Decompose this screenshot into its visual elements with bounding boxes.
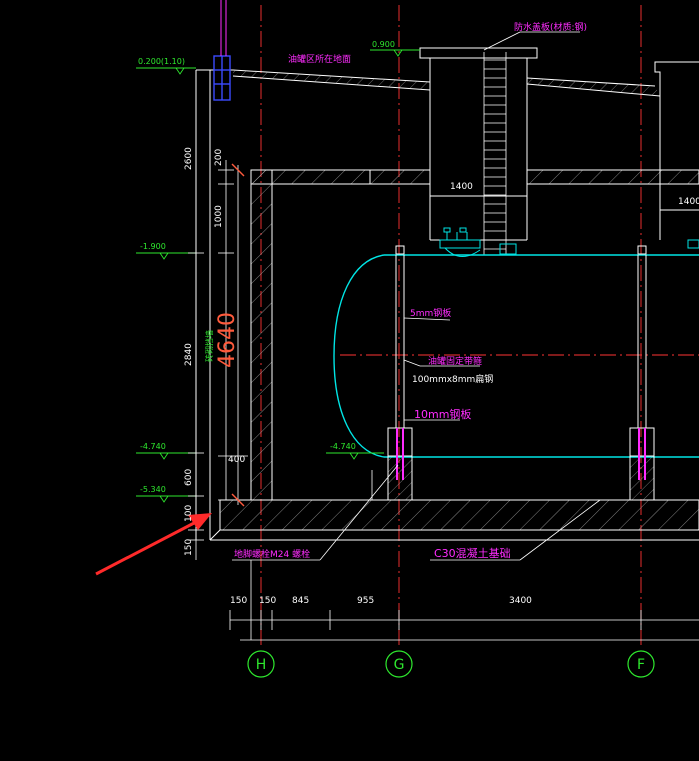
axis-label-g: G — [394, 657, 405, 673]
label-band-size: 100mmx8mm扁钢 — [412, 373, 493, 385]
axis-label-h: H — [256, 657, 267, 673]
elev-level-1: -1.900 — [140, 242, 166, 251]
dim-h955: 955 — [357, 596, 374, 606]
label-band-note: 油罐固定带箍 — [428, 355, 482, 367]
elev-ground: 0.200(1.10) — [138, 57, 185, 66]
manhole-shaft-left — [419, 47, 538, 241]
elev-level-3: -5.340 — [140, 485, 166, 494]
dim-150: 150 — [184, 539, 194, 556]
axis-bubble-h: H — [247, 650, 275, 678]
dim-shaft-left: 1400 — [450, 182, 473, 192]
dim-400: 400 — [228, 455, 245, 465]
dim-2600: 2600 — [184, 147, 194, 170]
dim-200: 200 — [214, 149, 224, 166]
dim-600: 600 — [184, 469, 194, 486]
elevation-markers — [136, 49, 420, 503]
dim-h3400: 3400 — [509, 596, 532, 606]
dim-100: 100 — [184, 505, 194, 522]
ground-hatch — [233, 70, 660, 96]
ladder — [483, 52, 507, 255]
label-floor-note: 油罐区所在地面 — [288, 53, 351, 65]
pointer-arrow — [95, 513, 212, 576]
axis-bubble-g: G — [385, 650, 413, 678]
dim-h150b: 150 — [259, 596, 276, 606]
oil-tank — [333, 254, 699, 458]
anchor-bolts — [396, 428, 646, 480]
overall-dim-ticks — [231, 163, 245, 507]
manhole-fittings — [439, 227, 699, 257]
label-wall-note: 砖砌挡墙 — [204, 330, 214, 362]
annotation-leaders — [232, 31, 601, 561]
dim-1000: 1000 — [214, 205, 224, 228]
elev-level-2: -4.740 — [140, 442, 166, 451]
axis-bubble-f: F — [627, 650, 655, 678]
label-base-note: C30混凝土基础 — [434, 546, 511, 560]
dim-2840: 2840 — [184, 343, 194, 366]
label-cover-note: 防水盖板(材质:钢) — [514, 21, 587, 33]
elev-shaft-top: 0.900 — [372, 40, 395, 49]
dim-h150a: 150 — [230, 596, 247, 606]
manhole-shaft-right — [654, 61, 699, 240]
label-bolt-note: 地脚螺栓M24 螺栓 — [234, 548, 310, 560]
boundary-post — [213, 55, 231, 101]
pipe-lines — [220, 0, 227, 56]
label-plate-5mm: 5mm钢板 — [410, 307, 451, 319]
dim-h845: 845 — [292, 596, 309, 606]
dimension-lines — [188, 70, 699, 641]
elev-tank-bottom: -4.740 — [330, 442, 356, 451]
axis-label-f: F — [637, 657, 645, 673]
label-plate-10mm: 10mm钢板 — [414, 407, 471, 421]
dim-shaft-right: 1400 — [678, 197, 699, 207]
tank-supports — [387, 245, 655, 501]
overall-depth-4640: 4640 — [215, 312, 240, 368]
